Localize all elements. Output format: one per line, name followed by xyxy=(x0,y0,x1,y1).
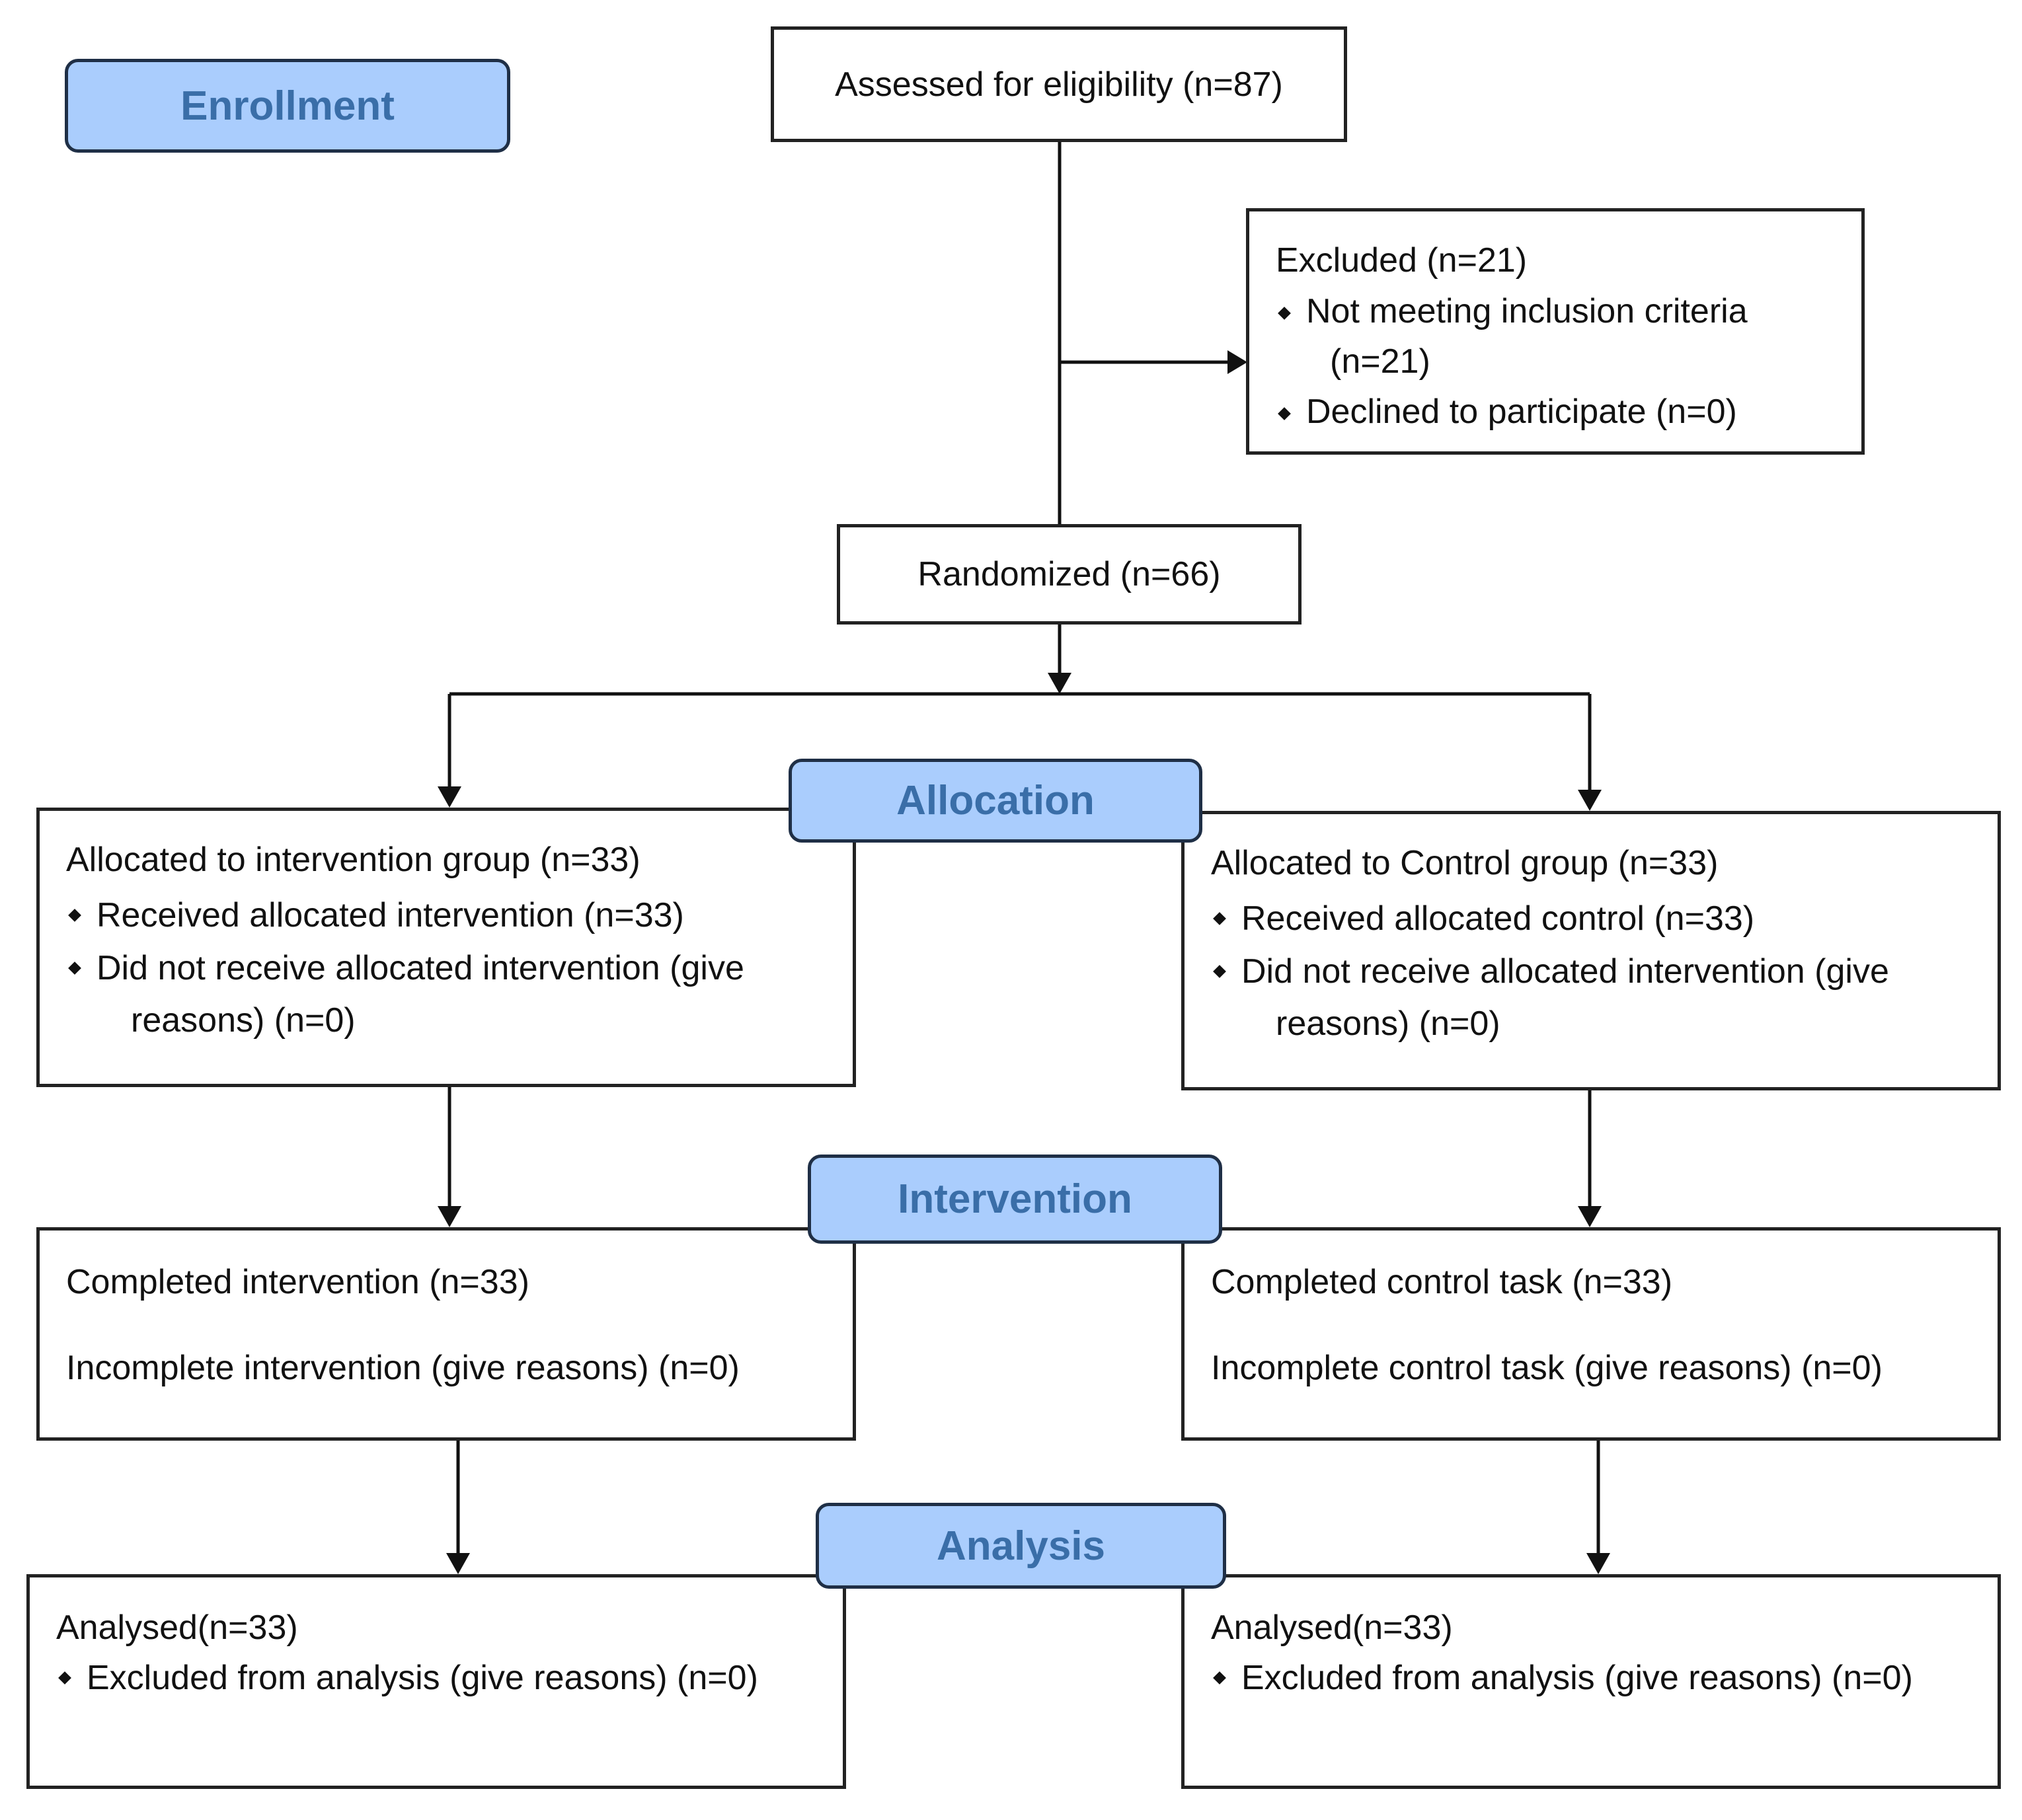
allocation-left-box: Allocated to intervention group (n=33) R… xyxy=(36,808,856,1087)
allocation-left-not-received: Did not receive allocated intervention (… xyxy=(66,942,828,1046)
excluded-item-criteria: Not meeting inclusion criteria (n=21) xyxy=(1276,287,1836,387)
arrowhead-excluded xyxy=(1227,350,1247,374)
allocation-right-received: Received allocated control (n=33) xyxy=(1211,892,1972,945)
bullet-icon xyxy=(1278,307,1291,320)
analysis-left-excluded: Excluded from analysis (give reasons) (n… xyxy=(56,1651,818,1704)
allocation-right-box: Allocated to Control group (n=33) Receiv… xyxy=(1181,811,2001,1090)
followup-left-incomplete: Incomplete intervention (give reasons) (… xyxy=(66,1349,740,1387)
bullet-icon xyxy=(1213,965,1226,978)
allocation-left-title: Allocated to intervention group (n=33) xyxy=(66,841,641,879)
analysis-right-excluded: Excluded from analysis (give reasons) (n… xyxy=(1211,1651,1972,1704)
followup-right-box: Completed control task (n=33) Incomplete… xyxy=(1181,1227,2001,1441)
arrowhead-analysis-right xyxy=(1586,1553,1610,1574)
arrowhead-followup-left xyxy=(438,1206,461,1227)
analysis-left-title: Analysed(n=33) xyxy=(56,1609,298,1647)
stage-intervention: Intervention xyxy=(808,1155,1222,1244)
bullet-icon xyxy=(1278,407,1291,420)
bullet-icon xyxy=(1213,1671,1226,1685)
randomized-label: Randomized (n=66) xyxy=(917,555,1221,593)
arrowhead-allocation-left xyxy=(438,786,461,808)
stage-allocation: Allocation xyxy=(789,759,1202,843)
assessed-box: Assessed for eligibility (n=87) xyxy=(771,26,1347,142)
excluded-item-declined: Declined to participate (n=0) xyxy=(1276,387,1836,436)
assessed-label: Assessed for eligibility (n=87) xyxy=(835,65,1283,104)
followup-left-completed: Completed intervention (n=33) xyxy=(66,1263,529,1301)
analysis-left-box: Analysed(n=33) Excluded from analysis (g… xyxy=(26,1574,846,1789)
bullet-icon xyxy=(58,1671,71,1685)
stage-intervention-label: Intervention xyxy=(898,1176,1132,1222)
bullet-icon xyxy=(1213,912,1226,925)
followup-right-completed: Completed control task (n=33) xyxy=(1211,1263,1673,1301)
analysis-right-box: Analysed(n=33) Excluded from analysis (g… xyxy=(1181,1574,2001,1789)
randomized-box: Randomized (n=66) xyxy=(837,524,1302,625)
arrowhead-allocation-right xyxy=(1578,790,1602,811)
stage-enrollment: Enrollment xyxy=(65,59,510,153)
followup-left-box: Completed intervention (n=33) Incomplete… xyxy=(36,1227,856,1441)
stage-analysis: Analysis xyxy=(816,1503,1226,1589)
bullet-icon xyxy=(68,962,81,975)
followup-right-incomplete: Incomplete control task (give reasons) (… xyxy=(1211,1349,1883,1387)
stage-analysis-label: Analysis xyxy=(936,1523,1106,1569)
arrowhead-followup-right xyxy=(1578,1206,1602,1227)
allocation-right-title: Allocated to Control group (n=33) xyxy=(1211,844,1719,882)
stage-enrollment-label: Enrollment xyxy=(180,83,395,129)
stage-allocation-label: Allocation xyxy=(896,778,1095,823)
bullet-icon xyxy=(68,909,81,922)
arrowhead-split xyxy=(1048,673,1071,694)
allocation-right-not-received: Did not receive allocated intervention (… xyxy=(1211,945,1972,1049)
excluded-title: Excluded (n=21) xyxy=(1276,241,1528,280)
excluded-box: Excluded (n=21) Not meeting inclusion cr… xyxy=(1246,208,1865,455)
analysis-right-title: Analysed(n=33) xyxy=(1211,1609,1453,1647)
allocation-left-received: Received allocated intervention (n=33) xyxy=(66,889,828,942)
arrowhead-analysis-left xyxy=(446,1553,470,1574)
